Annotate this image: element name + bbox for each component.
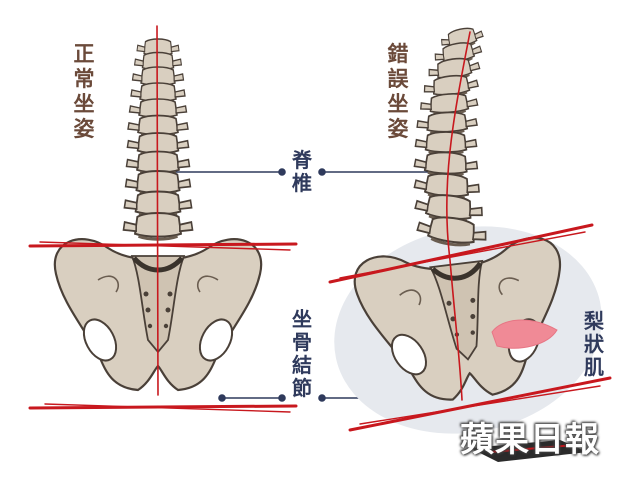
normal-posture-skeleton [28, 25, 298, 413]
normal-posture-label: 正常坐姿 [73, 42, 95, 141]
normal-alignment-lines [28, 25, 298, 413]
piriformis-label: 梨狀肌 [584, 309, 604, 379]
piriformis-muscle [491, 319, 558, 349]
ischial-tuberosity-label: 坐骨結節 [292, 307, 312, 400]
wrong-posture-skeleton [328, 23, 612, 434]
spine-label: 脊椎 [292, 148, 312, 195]
wrong-spine [412, 23, 490, 251]
apple-daily-watermark: 蘋果日報 [460, 420, 600, 460]
wrong-alignment-lines [328, 31, 612, 432]
wrong-posture-label: 錯誤坐姿 [387, 42, 409, 141]
newspaper-logo-graphic [470, 440, 588, 462]
